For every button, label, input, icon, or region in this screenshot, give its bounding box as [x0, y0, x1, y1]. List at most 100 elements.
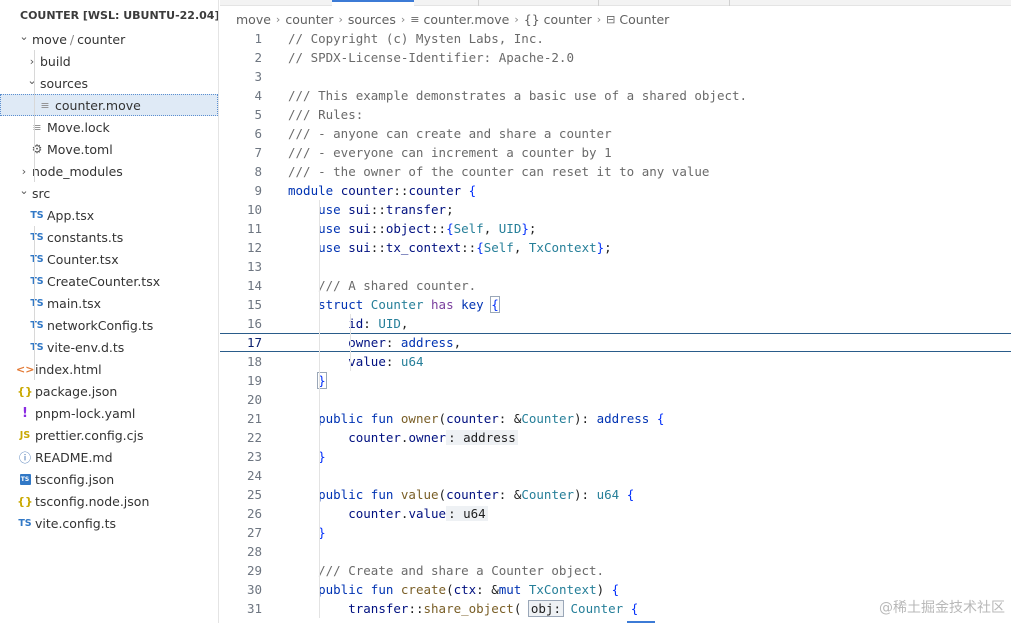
line-number: 18: [246, 354, 262, 369]
code-line[interactable]: 23 }: [220, 447, 1011, 466]
explorer-header[interactable]: COUNTER [WSL: UBUNTU-22.04]: [20, 9, 219, 22]
code-line[interactable]: 2// SPDX-License-Identifier: Apache-2.0: [220, 48, 1011, 67]
active-tab[interactable]: [332, 0, 414, 6]
line-number: 4: [254, 88, 262, 103]
code-line[interactable]: 25 public fun value(counter: &Counter): …: [220, 485, 1011, 504]
chevron-right-icon[interactable]: ›: [21, 164, 27, 178]
tree-item-label: main.tsx: [47, 295, 102, 311]
tree-item[interactable]: ⌄sources: [0, 72, 218, 94]
tree-item[interactable]: ≡Move.lock: [0, 116, 218, 138]
code-line[interactable]: 30 public fun create(ctx: &mut TxContext…: [220, 580, 1011, 599]
code-line[interactable]: 20: [220, 390, 1011, 409]
tree-item-label: README.md: [35, 449, 113, 465]
code-line[interactable]: 3: [220, 67, 1011, 86]
code-line[interactable]: 1// Copyright (c) Mysten Labs, Inc.: [220, 29, 1011, 48]
chevron-down-icon[interactable]: ⌄: [27, 73, 37, 87]
code-line[interactable]: 17 owner: address,: [220, 333, 1011, 352]
code-line[interactable]: 22 counter.owner: address: [220, 428, 1011, 447]
line-number: 23: [246, 449, 262, 464]
chevron-down-icon[interactable]: ⌄: [19, 183, 29, 197]
code-editor[interactable]: 1// Copyright (c) Mysten Labs, Inc.2// S…: [220, 29, 1011, 618]
line-number: 17: [246, 335, 262, 350]
line-number: 2: [254, 50, 262, 65]
tree-item[interactable]: <>index.html: [0, 358, 218, 380]
typescript-icon: TS: [30, 319, 44, 331]
line-source: module counter::counter {: [288, 183, 477, 198]
code-line[interactable]: 29 /// Create and share a Counter object…: [220, 561, 1011, 580]
code-line[interactable]: 5/// Rules:: [220, 105, 1011, 124]
code-line[interactable]: 6/// - anyone can create and share a cou…: [220, 124, 1011, 143]
chevron-right-icon[interactable]: ›: [29, 54, 35, 68]
watermark: @稀土掘金技术社区: [879, 600, 1005, 616]
code-line[interactable]: 15 struct Counter has key {: [220, 295, 1011, 314]
code-line[interactable]: 8/// - the owner of the counter can rese…: [220, 162, 1011, 181]
tree-item-label: prettier.config.cjs: [35, 427, 144, 443]
line-source: }: [318, 449, 326, 464]
breadcrumb: move › counter › sources › ≡ counter.mov…: [236, 10, 669, 28]
code-line[interactable]: 19 }: [220, 371, 1011, 390]
line-source: /// - everyone can increment a counter b…: [288, 145, 612, 160]
tree-item[interactable]: ›build: [0, 50, 218, 72]
indent-guide: [34, 226, 35, 380]
tree-item-label: tsconfig.node.json: [35, 493, 150, 509]
code-line[interactable]: 13: [220, 257, 1011, 276]
line-source: public fun value(counter: &Counter): u64…: [318, 487, 635, 502]
code-line[interactable]: 16 id: UID,: [220, 314, 1011, 333]
explorer-sidebar: COUNTER [WSL: UBUNTU-22.04] ⌄move/counte…: [0, 0, 219, 623]
tree-item[interactable]: ⌄src: [0, 182, 218, 204]
tree-item[interactable]: ≡counter.move: [0, 94, 218, 116]
code-line[interactable]: 28: [220, 542, 1011, 561]
code-line[interactable]: 31 transfer::share_object( obj: Counter …: [220, 599, 1011, 618]
line-number: 10: [246, 202, 262, 217]
code-line[interactable]: 7/// - everyone can increment a counter …: [220, 143, 1011, 162]
tree-item[interactable]: ⚙Move.toml: [0, 138, 218, 160]
indent-guide: [350, 314, 351, 371]
code-line[interactable]: 4/// This example demonstrates a basic u…: [220, 86, 1011, 105]
breadcrumb-item-file[interactable]: counter.move: [423, 11, 510, 27]
breadcrumb-item-module[interactable]: {} counter: [523, 11, 592, 27]
code-line[interactable]: 21 public fun owner(counter: &Counter): …: [220, 409, 1011, 428]
code-line[interactable]: 10 use sui::transfer;: [220, 200, 1011, 219]
line-source: use sui::transfer;: [318, 202, 454, 217]
tree-item-label: App.tsx: [47, 207, 95, 223]
line-number: 28: [246, 544, 262, 559]
code-line[interactable]: 24: [220, 466, 1011, 485]
breadcrumb-item-move[interactable]: move: [236, 11, 271, 27]
code-line[interactable]: 14 /// A shared counter.: [220, 276, 1011, 295]
tree-item[interactable]: {}package.json: [0, 380, 218, 402]
line-source: id: UID,: [348, 316, 409, 331]
breadcrumb-item-sources[interactable]: sources: [347, 11, 396, 27]
line-source: /// Rules:: [288, 107, 364, 122]
tree-item[interactable]: {}tsconfig.node.json: [0, 490, 218, 512]
tree-item[interactable]: ⌄move/counter: [0, 28, 218, 50]
typescript-icon: TS: [30, 297, 44, 309]
breadcrumb-item-counter[interactable]: counter: [285, 11, 334, 27]
breadcrumb-item-symbol[interactable]: Counter: [619, 11, 670, 27]
code-line[interactable]: 26 counter.value: u64: [220, 504, 1011, 523]
code-line[interactable]: 12 use sui::tx_context::{Self, TxContext…: [220, 238, 1011, 257]
tree-item-label: vite.config.ts: [35, 515, 117, 531]
tree-item[interactable]: ›node_modules: [0, 160, 218, 182]
chevron-down-icon[interactable]: ⌄: [19, 29, 29, 43]
code-line[interactable]: 11 use sui::object::{Self, UID};: [220, 219, 1011, 238]
code-line[interactable]: 18 value: u64: [220, 352, 1011, 371]
yaml-icon: !: [22, 405, 28, 421]
tree-item-label: pnpm-lock.yaml: [35, 405, 136, 421]
code-line[interactable]: 27 }: [220, 523, 1011, 542]
tree-item[interactable]: ! pnpm-lock.yaml: [0, 402, 218, 424]
file-icon: ≡: [410, 12, 420, 26]
line-source: counter.owner: address: [348, 430, 518, 445]
tree-item-label: Move.lock: [47, 119, 110, 135]
